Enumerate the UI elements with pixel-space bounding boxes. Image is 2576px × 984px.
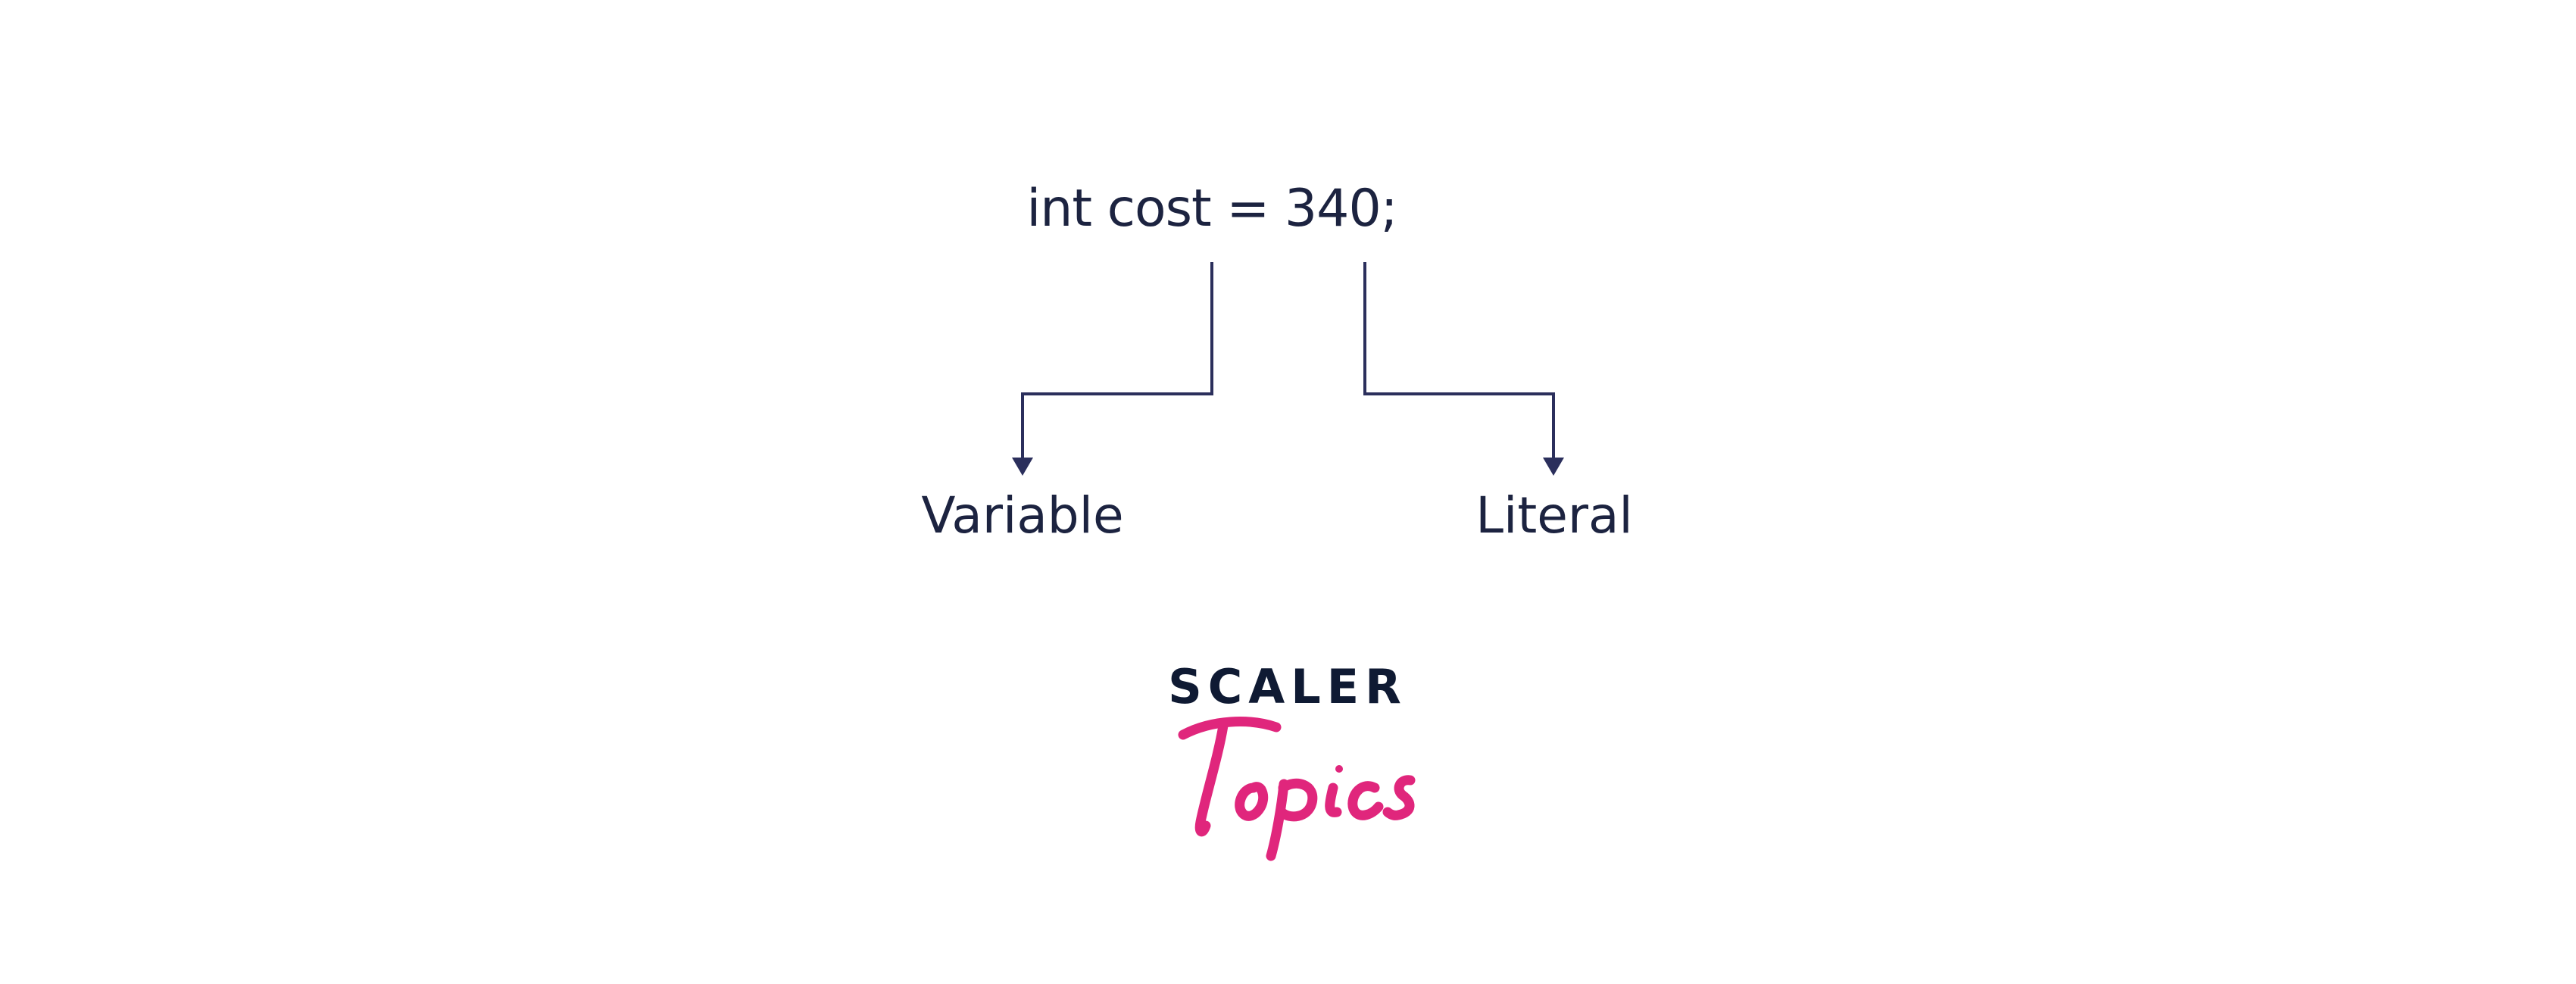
variable-label: Variable xyxy=(921,486,1124,545)
literal-connector xyxy=(1363,262,1555,461)
variable-arrowhead xyxy=(1012,458,1033,476)
variable-connector xyxy=(1021,262,1213,461)
scaler-logo-text: SCALER xyxy=(1168,659,1407,714)
code-statement: int cost = 340; xyxy=(1026,179,1397,239)
topics-logo-script xyxy=(1178,717,1416,861)
literal-arrowhead xyxy=(1543,458,1564,476)
literal-label: Literal xyxy=(1475,486,1633,545)
